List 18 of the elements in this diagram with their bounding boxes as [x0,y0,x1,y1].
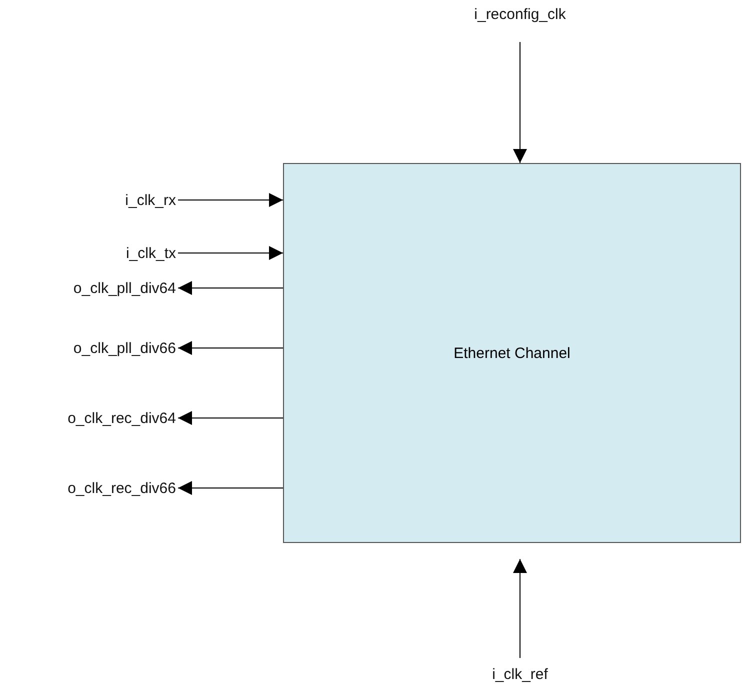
signal-label: i_clk_ref [492,666,548,682]
arrow [513,558,527,658]
signal-label: i_reconfig_clk [474,6,566,22]
block-title: Ethernet Channel [454,344,570,362]
signal-label: i_clk_rx [125,192,176,208]
channel-block [283,163,741,543]
signal-label: o_clk_pll_div64 [73,280,176,296]
arrow [178,281,284,295]
arrow [513,42,527,164]
signal-label: o_clk_pll_div66 [73,340,176,356]
arrow [178,193,284,207]
signal-label: i_clk_tx [126,244,176,262]
signal-label: o_clk_rec_div64 [68,410,176,426]
signal-label: o_clk_rec_div66 [68,480,176,496]
arrow [178,481,284,495]
arrow [178,341,284,355]
arrow [178,246,284,260]
arrow [178,411,284,425]
